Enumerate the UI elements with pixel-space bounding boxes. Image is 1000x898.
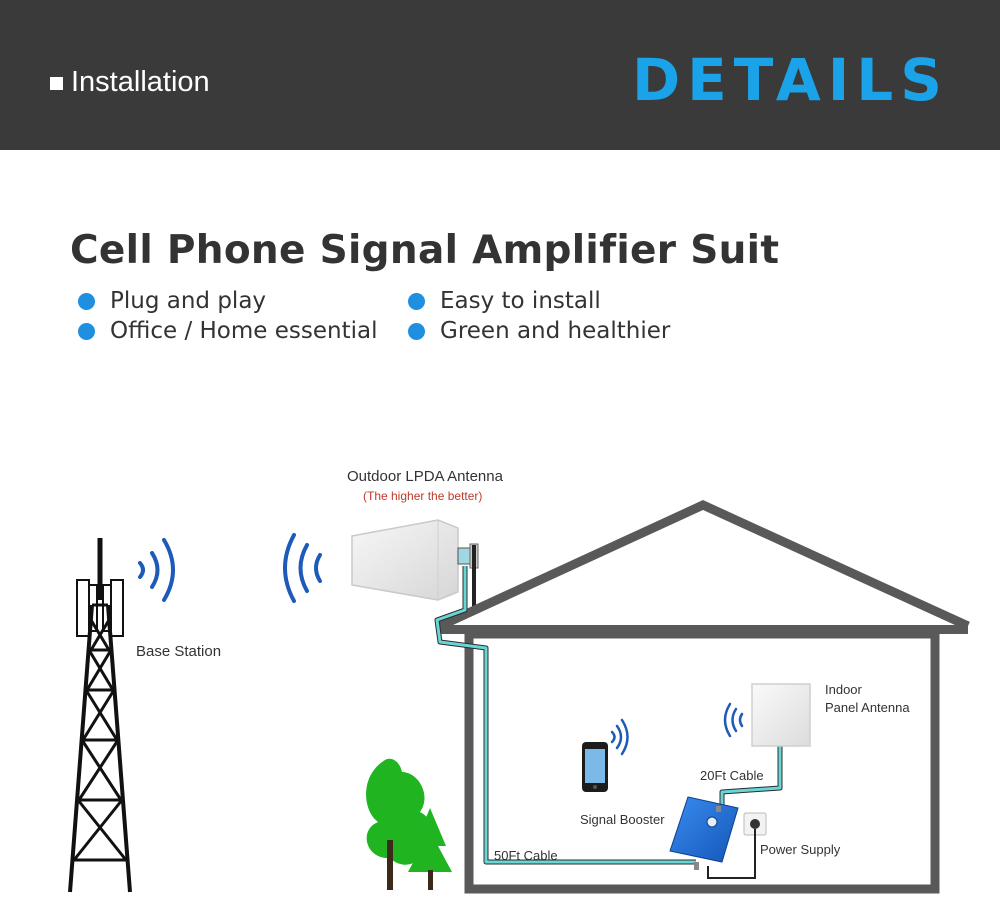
details-logo: DETAILS [632,46,950,114]
bullet-icon [408,292,425,310]
smartphone-icon [582,742,608,792]
bullet-icon [78,292,95,310]
tree-icon [366,758,452,890]
signal-wave-icon [723,702,744,738]
house-icon [438,500,970,894]
feature-text: Easy to install [440,288,601,314]
feature-item: Easy to install [408,286,601,316]
power-supply-label: Power Supply [760,842,841,857]
feature-text: Plug and play [110,288,267,314]
feature-item: Green and healthier [408,316,670,346]
feature-list: Plug and play Easy to install Office / H… [78,286,718,350]
feature-item: Office / Home essential [78,316,377,346]
power-supply-icon [707,812,767,879]
signal-wave-icon [138,538,175,602]
header-bar: Installation DETAILS [0,0,1000,150]
outdoor-antenna-note: (The higher the better) [363,489,482,503]
bullet-icon [78,322,95,340]
page-title: Cell Phone Signal Amplifier Suit [70,228,780,273]
installation-diagram: Base Station Outdoor LPDA Antenna (The h… [68,468,970,894]
cable-20ft [719,745,783,806]
feature-text: Green and healthier [440,318,671,344]
indoor-panel-antenna-icon [751,683,811,747]
feature-item: Plug and play [78,286,266,316]
bullet-icon [408,322,425,340]
section-label-text: Installation [71,66,210,98]
base-station-tower-icon [68,538,132,893]
indoor-antenna-label: Panel Antenna [825,700,910,715]
cable-20ft-label: 20Ft Cable [700,768,764,783]
booster-label: Signal Booster [580,812,665,827]
signal-wave-icon [283,533,322,603]
feature-text: Office / Home essential [110,318,378,344]
cable-50ft-label: 50Ft Cable [494,848,558,863]
base-station-label: Base Station [136,643,221,660]
lpda-antenna-icon [351,519,479,601]
outdoor-antenna-label: Outdoor LPDA Antenna [347,468,504,485]
signal-booster-icon [669,796,739,870]
cable-50ft [434,566,696,865]
signal-wave-icon [610,718,629,756]
square-bullet-icon [50,76,63,90]
section-label: Installation [50,64,210,100]
indoor-antenna-label: Indoor [825,682,863,697]
